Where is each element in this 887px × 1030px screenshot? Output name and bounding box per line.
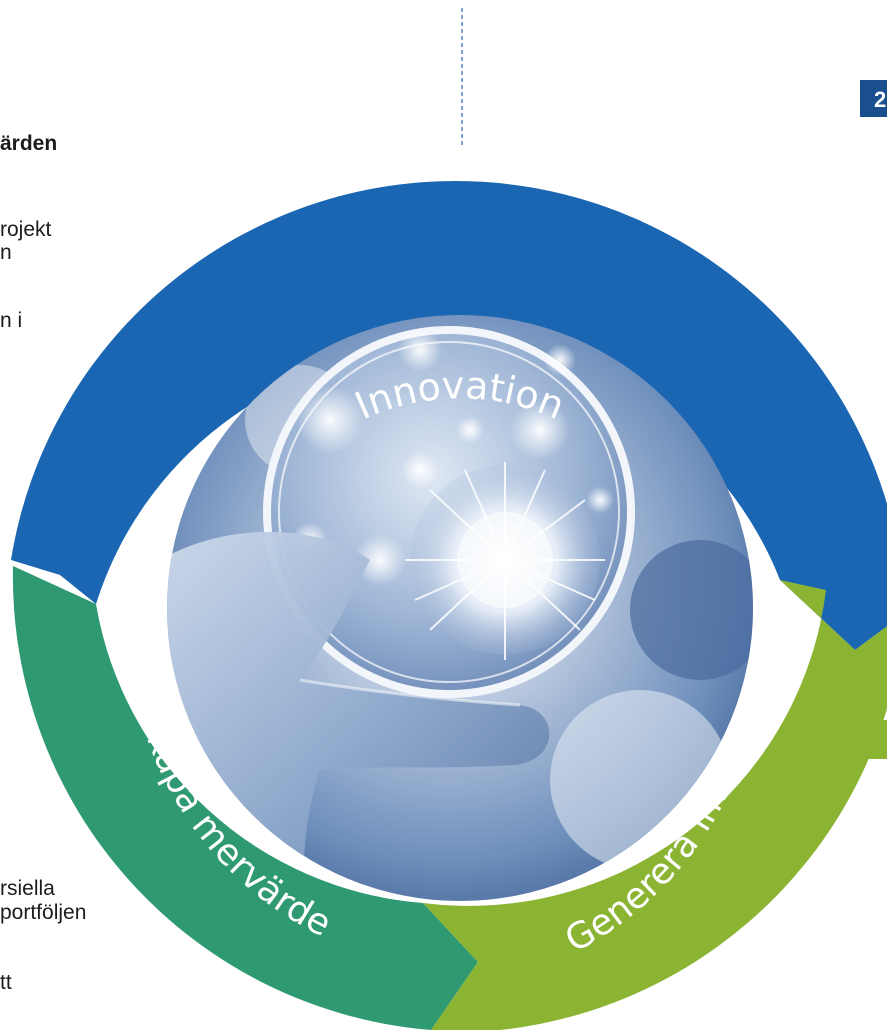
corner-box-label: 2 <box>874 87 886 112</box>
text-line: n <box>0 241 12 264</box>
text-line: rojekt <box>0 218 52 241</box>
microbe-icon <box>405 462 605 660</box>
text-line: tt <box>0 971 12 994</box>
corner-box-blue <box>860 80 887 117</box>
petri-dish-photo <box>167 315 753 901</box>
ring-segment-skapa-mervarde <box>12 566 478 1030</box>
section-heading: ärden <box>0 132 58 155</box>
ring-segment-generera-intakter <box>423 580 887 1030</box>
ring-segment-innovation <box>11 181 887 650</box>
text-line: n i <box>0 309 23 332</box>
text-line: rsiella <box>0 877 55 900</box>
text-line: portföljen <box>0 901 87 924</box>
